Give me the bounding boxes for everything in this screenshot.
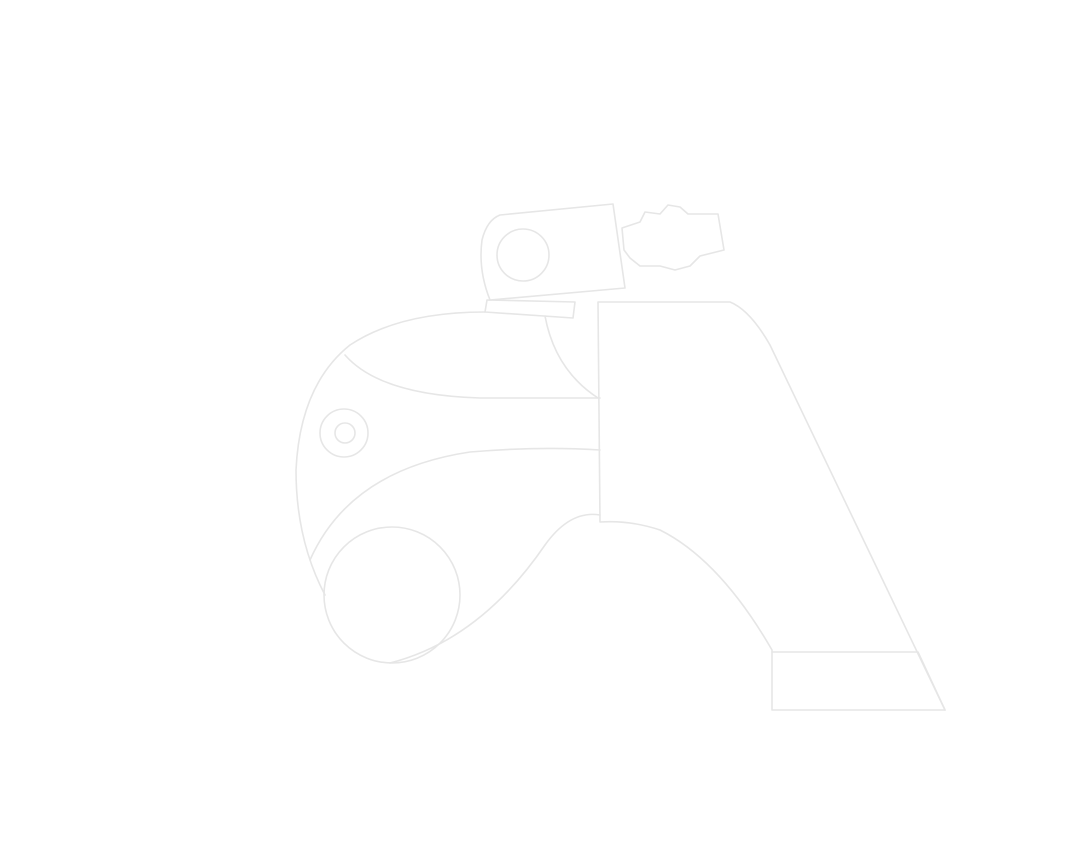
swivel-hole <box>496 228 550 282</box>
swivel-block <box>480 203 626 301</box>
housing-upper-curve <box>344 354 601 399</box>
housing-body <box>295 311 486 596</box>
reaction-foot <box>771 651 946 711</box>
hydraulic-torque-wrench-icon <box>295 203 946 711</box>
hose-coupler <box>621 204 725 271</box>
pivot-inner <box>334 422 356 444</box>
reaction-arm <box>597 301 946 711</box>
top-plate <box>484 299 576 319</box>
housing-bottom-curve <box>389 513 601 664</box>
housing-lower-curve <box>309 447 601 561</box>
pivot-outer <box>319 408 369 458</box>
housing-inner-curve <box>544 315 599 399</box>
drive-circle <box>323 526 461 664</box>
